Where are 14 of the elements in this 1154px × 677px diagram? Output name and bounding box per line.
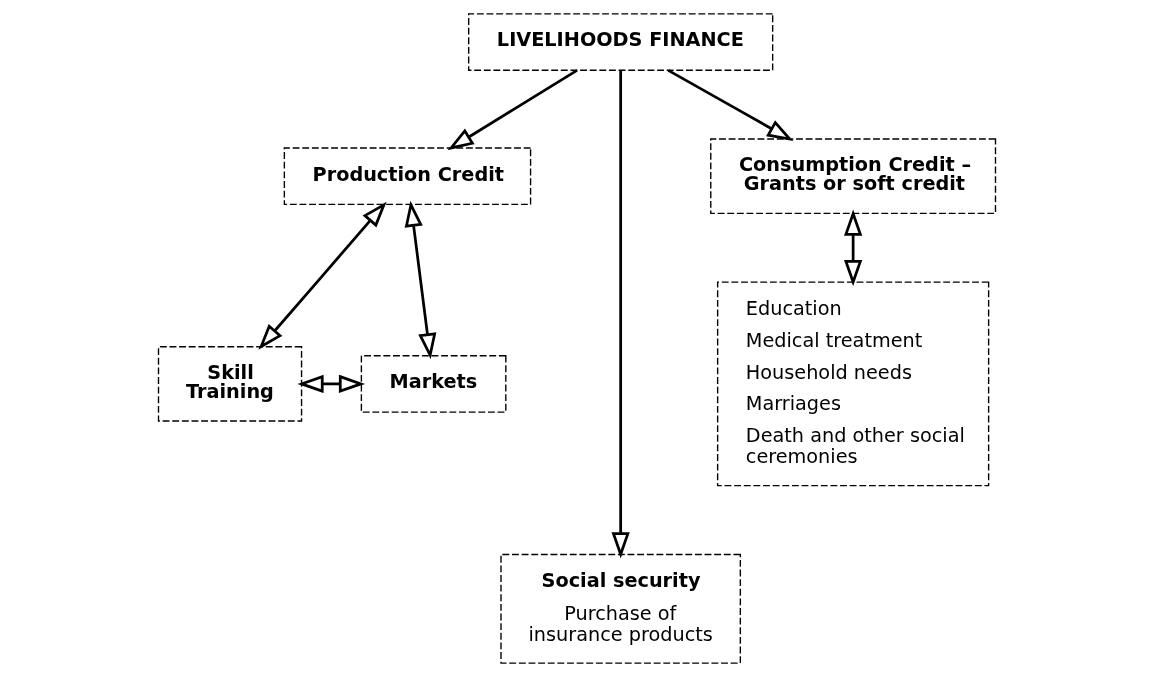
node-box: LIVELIHOODS FINANCE xyxy=(468,13,774,71)
node-box: Social security Purchase of insurance products xyxy=(500,553,742,664)
arrow xyxy=(667,69,794,142)
node-box: Education Medical treatment Household needs Marriages Death and other social ceremonies xyxy=(716,281,990,487)
node-box: Consumption Credit – Grants or soft credit xyxy=(710,138,997,214)
node-box: Production Credit xyxy=(283,147,532,206)
arrow xyxy=(843,209,863,287)
node-box: Markets xyxy=(360,355,507,413)
arrow xyxy=(297,374,366,394)
arrow xyxy=(258,201,387,350)
arrow xyxy=(611,70,630,559)
node-box: Skill Training xyxy=(157,346,303,422)
arrow xyxy=(404,200,437,360)
arrow xyxy=(447,69,578,151)
